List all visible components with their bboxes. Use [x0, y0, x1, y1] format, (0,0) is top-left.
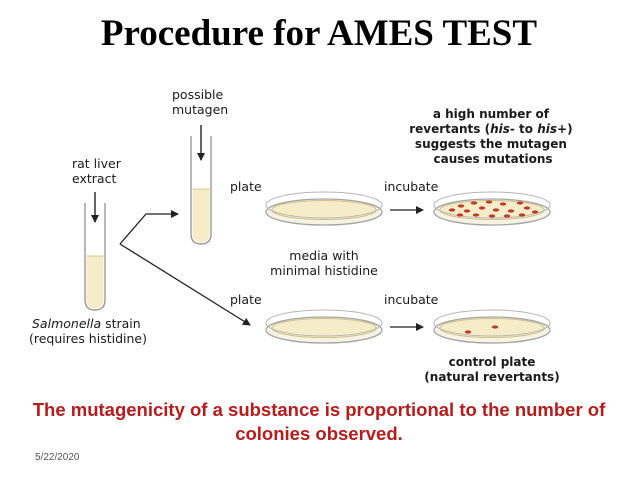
- control-plate-label: control plate(natural revertants): [424, 355, 559, 384]
- slide-date: 5/22/2020: [35, 452, 80, 463]
- petri-dish-top-unincubated: [265, 191, 383, 226]
- incubate-label-top: incubate: [384, 179, 439, 194]
- petri-dish-bottom-unincubated: [265, 309, 383, 344]
- branch-arrow-top: [119, 210, 179, 245]
- plate-label-top: plate: [230, 179, 262, 194]
- petri-dish-control: [433, 309, 551, 344]
- incubate-label-bottom: incubate: [384, 292, 439, 307]
- control-colonies: [464, 325, 499, 334]
- strain-note: (requires histidine): [29, 331, 147, 346]
- caption-line-2: colonies observed.: [235, 423, 403, 444]
- strain-test-tube: [84, 203, 106, 311]
- strain-label: Salmonella strain: [32, 316, 141, 331]
- slide-title: Procedure for AMES TEST: [100, 13, 538, 54]
- result-label: a high number of revertants (his- to his…: [409, 107, 577, 166]
- caption-line-1: The mutagenicity of a substance is propo…: [32, 399, 606, 420]
- branch-arrow-bottom: [119, 243, 251, 326]
- revertant-colonies: [448, 200, 539, 218]
- plate-label-bottom: plate: [230, 292, 262, 307]
- slide-caption: The mutagenicity of a substance is propo…: [0, 398, 638, 446]
- mutagen-test-tube: [190, 136, 212, 245]
